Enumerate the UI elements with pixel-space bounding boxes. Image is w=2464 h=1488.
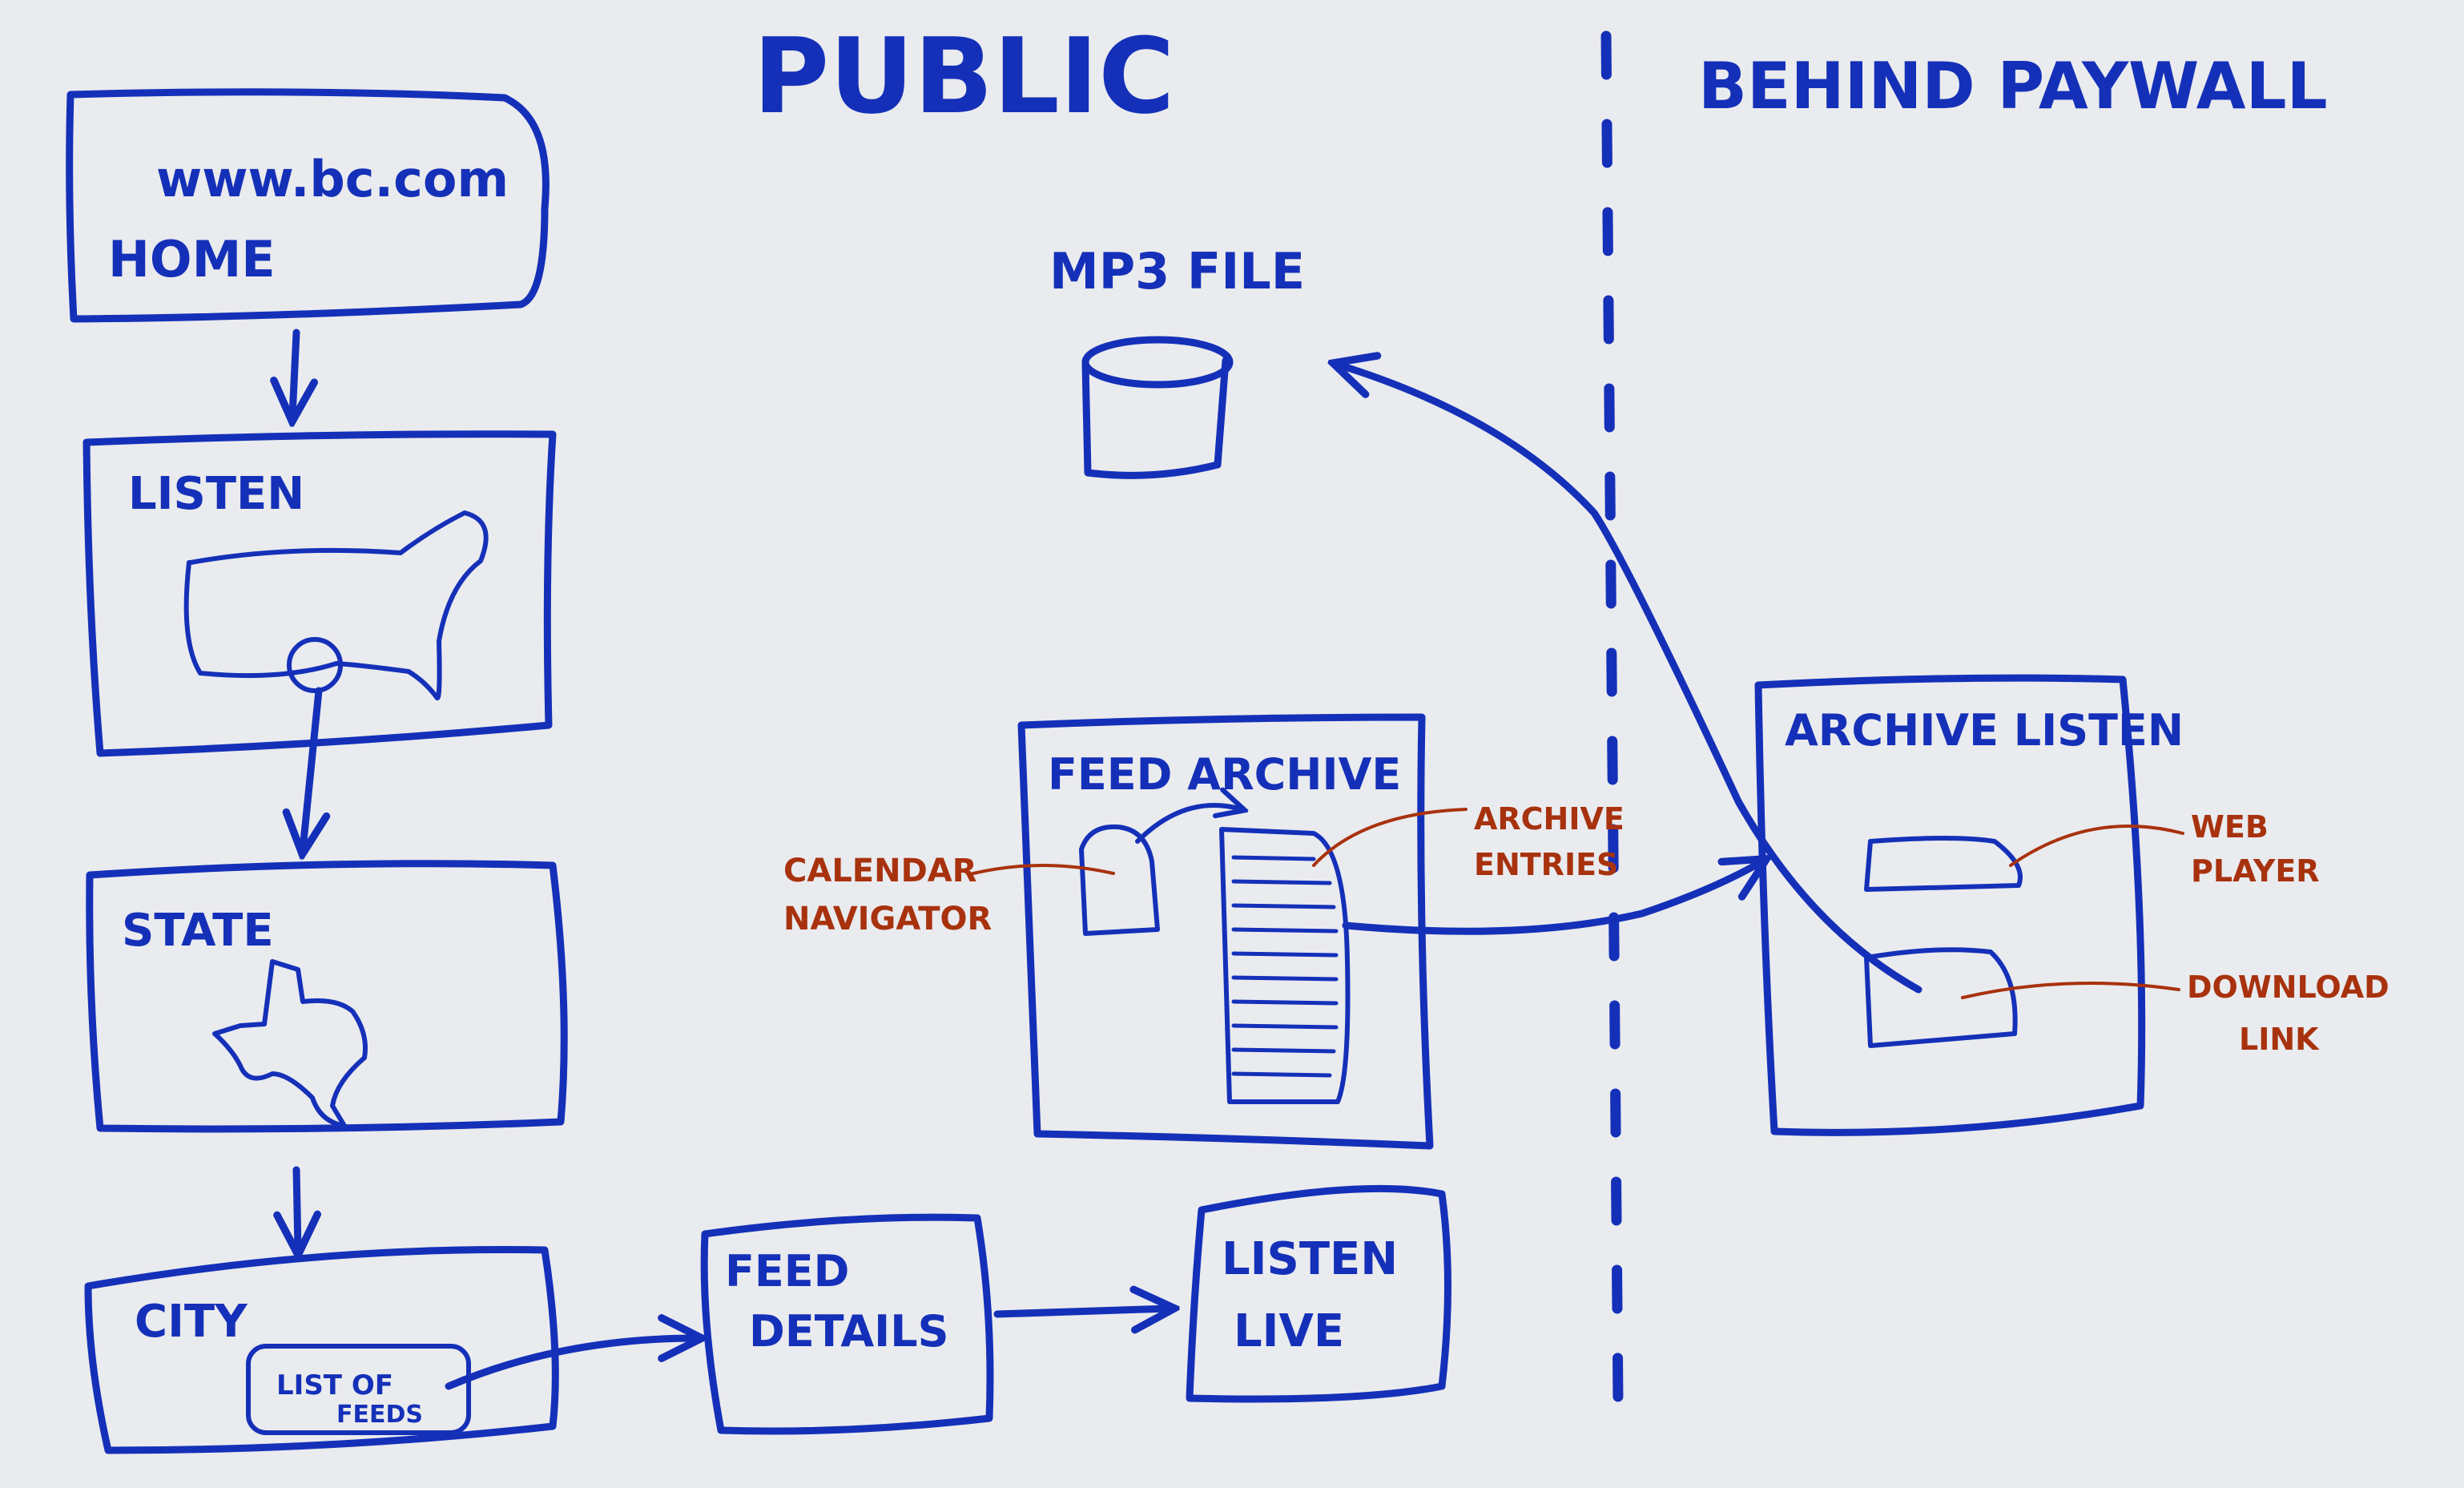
mp3-file-label: MP3 FILE bbox=[1049, 242, 1305, 300]
home-box: www.bc.com HOME bbox=[66, 88, 550, 323]
web-player-line2: PLAYER bbox=[2191, 853, 2320, 889]
texas-icon bbox=[212, 959, 368, 1128]
database-icon bbox=[1081, 336, 1234, 389]
arrow-city-to-feed-details bbox=[445, 1338, 697, 1390]
web-player-line1: WEB bbox=[2191, 809, 2269, 845]
calendar-navigator-line2: NAVIGATOR bbox=[783, 901, 992, 938]
city-box: CITY LIST OF FEEDS bbox=[84, 1246, 559, 1454]
arrow-state-to-city bbox=[296, 1166, 298, 1250]
calendar-icon bbox=[1079, 824, 1160, 936]
listen-live-box: LISTEN LIVE bbox=[1186, 1184, 1451, 1403]
list-of-feeds-box bbox=[246, 1344, 471, 1435]
public-region-label: PUBLIC bbox=[753, 15, 1175, 137]
arrow-archive-to-archive-listen bbox=[1342, 861, 1762, 935]
paywall-region-label: BEHIND PAYWALL bbox=[1698, 49, 2328, 123]
listen-live-line2: LIVE bbox=[1234, 1305, 1344, 1357]
archive-entries-line2: ENTRIES bbox=[1474, 847, 1618, 882]
download-link-line2: LINK bbox=[2239, 1022, 2320, 1057]
archive-listen-title: ARCHIVE LISTEN bbox=[1785, 705, 2184, 756]
calendar-navigator-annotation: CALENDAR NAVIGATOR bbox=[783, 853, 1115, 938]
feed-details-box: FEED DETAILS bbox=[700, 1213, 994, 1435]
listen-box: LISTEN bbox=[83, 430, 557, 757]
arrow-home-to-listen bbox=[292, 329, 296, 417]
download-link-line1: DOWNLOAD bbox=[2187, 970, 2390, 1005]
state-pin-icon bbox=[287, 637, 343, 693]
listen-title: LISTEN bbox=[128, 468, 304, 520]
paywall-divider bbox=[1600, 30, 1624, 1408]
us-map-icon bbox=[183, 510, 489, 701]
web-player-icon bbox=[1864, 836, 2023, 892]
archive-list-icon bbox=[1219, 827, 1351, 1104]
archive-entries-annotation: ARCHIVE ENTRIES bbox=[1312, 801, 1625, 882]
feed-archive-title: FEED ARCHIVE bbox=[1048, 749, 1401, 800]
state-box: STATE bbox=[86, 860, 568, 1133]
feed-details-line2: DETAILS bbox=[749, 1306, 949, 1357]
calendar-navigator-line1: CALENDAR bbox=[783, 853, 977, 889]
home-url: www.bc.com bbox=[156, 150, 509, 208]
listen-live-line1: LISTEN bbox=[1222, 1233, 1398, 1285]
web-player-annotation: WEB PLAYER bbox=[2009, 809, 2320, 889]
state-title: STATE bbox=[122, 905, 274, 957]
archive-listen-box: ARCHIVE LISTEN bbox=[1754, 674, 2184, 1136]
arrow-download-to-mp3 bbox=[1338, 365, 1922, 994]
arrow-listen-to-state bbox=[303, 687, 319, 849]
city-title: CITY bbox=[135, 1296, 248, 1348]
download-link-icon bbox=[1864, 947, 2018, 1048]
arrow-feed-details-to-listen-live bbox=[993, 1309, 1170, 1314]
list-of-feeds-line1: LIST OF bbox=[276, 1369, 393, 1401]
feed-details-line1: FEED bbox=[725, 1246, 850, 1296]
archive-entries-line1: ARCHIVE bbox=[1474, 801, 1625, 837]
mp3-file-node: MP3 FILE bbox=[1049, 242, 1305, 479]
download-link-annotation: DOWNLOAD LINK bbox=[1961, 970, 2390, 1057]
home-title: HOME bbox=[108, 230, 276, 288]
feed-archive-box: FEED ARCHIVE bbox=[1017, 713, 1434, 1150]
list-of-feeds-line2: FEEDS bbox=[336, 1401, 423, 1429]
